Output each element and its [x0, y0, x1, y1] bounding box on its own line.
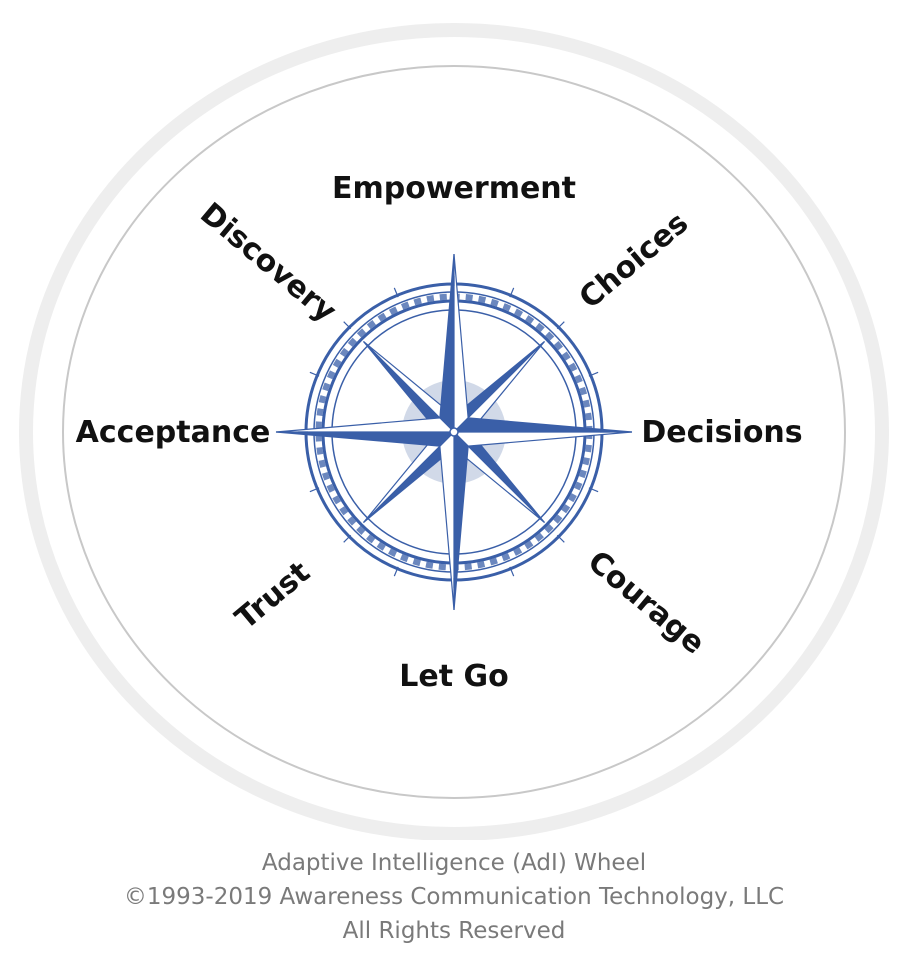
compass-tick: [393, 287, 399, 298]
compass-point-main-270-light: [275, 417, 456, 433]
compass-tick: [509, 566, 515, 577]
caption-copyright: ©1993-2019 Awareness Communication Techn…: [123, 884, 785, 910]
label-let-go: Let Go: [399, 659, 508, 694]
compass-tick: [393, 566, 399, 577]
compass-tick: [588, 487, 599, 493]
compass-tick: [509, 287, 515, 298]
caption-title: Adaptive Intelligence (AdI) Wheel: [261, 850, 647, 876]
compass-tick: [556, 534, 565, 543]
adi-wheel-diagram: Empowerment Choices Decisions Courage Le…: [19, 23, 889, 840]
compass-tick: [309, 487, 320, 493]
compass-tick: [343, 321, 352, 330]
compass-tick: [588, 371, 599, 377]
compass-tick: [343, 534, 352, 543]
outer-ring-soft: [19, 23, 889, 840]
compass-rose-icon: [275, 253, 633, 611]
label-decisions: Decisions: [641, 415, 802, 450]
compass-tick: [556, 321, 565, 330]
caption-rights: All Rights Reserved: [342, 918, 566, 944]
compass-tick: [309, 371, 320, 377]
label-acceptance: Acceptance: [76, 415, 271, 450]
label-empowerment: Empowerment: [332, 171, 576, 206]
